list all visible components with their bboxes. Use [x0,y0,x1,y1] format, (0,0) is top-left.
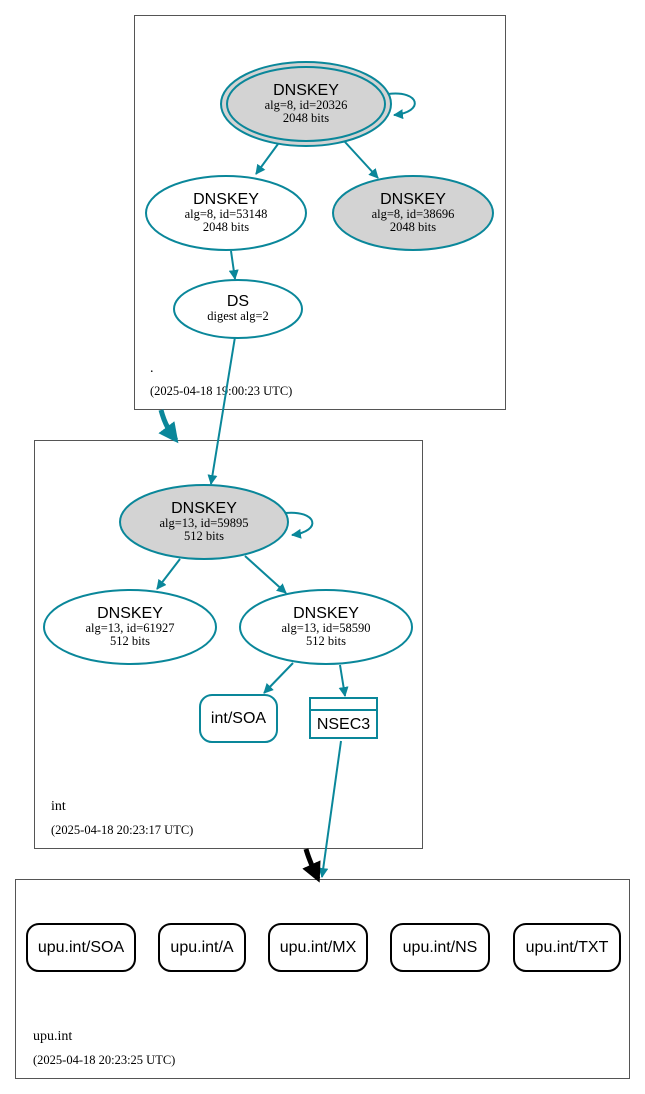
delegation-root-to-int [158,409,179,444]
int-soa-label: int/SOA [211,710,266,727]
upu-record-txt-label: upu.int/TXT [526,939,609,956]
root-zsk1-title: DNSKEY [193,191,259,208]
upu-record-soa[interactable]: upu.int/SOA [26,923,136,972]
int-nsec3-label: NSEC3 [317,716,370,733]
node-root-ds[interactable]: DS digest alg=2 [173,279,303,339]
int-zsk2-title: DNSKEY [293,605,359,622]
node-int-soa[interactable]: int/SOA [199,694,278,743]
node-int-ksk[interactable]: DNSKEY alg=13, id=59895 512 bits [119,484,289,560]
edge-root-ds-int-ksk [207,336,236,485]
int-ksk-detail: alg=13, id=59895 [159,516,248,530]
edge-int-ksk-zsk1 [156,558,181,590]
upu-record-ns[interactable]: upu.int/NS [390,923,490,972]
upu-record-mx-label: upu.int/MX [280,939,357,956]
upu-record-a[interactable]: upu.int/A [158,923,246,972]
upu-record-ns-label: upu.int/NS [403,939,478,956]
root-ksk-detail: alg=8, id=20326 [265,98,348,112]
edge-nsec3-upu [318,740,342,878]
root-ds-title: DS [227,293,249,310]
edge-root-ksk-zsk1 [255,143,279,175]
root-zsk2-size: 2048 bits [390,220,436,234]
zone-upu-box [15,879,630,1079]
int-zsk2-detail: alg=13, id=58590 [281,621,370,635]
root-ksk-title: DNSKEY [273,82,339,99]
zone-int-name: int [51,799,66,814]
int-ksk-title: DNSKEY [171,500,237,517]
zone-root-name: . [150,361,154,376]
upu-record-txt[interactable]: upu.int/TXT [513,923,621,972]
node-root-ksk[interactable]: DNSKEY alg=8, id=20326 2048 bits [220,61,392,147]
edge-int-zsk2-soa [263,662,294,694]
node-root-zsk-38696[interactable]: DNSKEY alg=8, id=38696 2048 bits [332,175,494,251]
edge-int-ksk-zsk2 [244,555,287,594]
root-zsk1-detail: alg=8, id=53148 [185,207,268,221]
node-int-nsec3[interactable]: NSEC3 [309,697,378,739]
int-zsk1-title: DNSKEY [97,605,163,622]
edge-root-ksk-zsk2 [344,141,379,179]
zone-upu-timestamp: (2025-04-18 20:23:25 UTC) [33,1053,175,1067]
int-ksk-size: 512 bits [184,529,224,543]
int-zsk1-detail: alg=13, id=61927 [85,621,174,635]
root-zsk2-detail: alg=8, id=38696 [372,207,455,221]
zone-int-timestamp: (2025-04-18 20:23:17 UTC) [51,823,193,837]
root-ds-detail: digest alg=2 [207,309,269,323]
int-zsk2-size: 512 bits [306,634,346,648]
edge-int-zsk2-nsec3 [338,664,349,697]
node-int-zsk-61927[interactable]: DNSKEY alg=13, id=61927 512 bits [43,589,217,665]
root-zsk2-title: DNSKEY [380,191,446,208]
root-ksk-size: 2048 bits [283,111,329,125]
insecure-delegation-int-to-upu [302,848,321,883]
upu-record-mx[interactable]: upu.int/MX [268,923,368,972]
upu-record-a-label: upu.int/A [170,939,233,956]
node-int-zsk-58590[interactable]: DNSKEY alg=13, id=58590 512 bits [239,589,413,665]
root-ksk-self-edge [387,92,416,120]
upu-record-soa-label: upu.int/SOA [38,939,125,956]
edge-root-zsk1-ds [228,250,239,280]
zone-upu-name: upu.int [33,1029,72,1044]
int-zsk1-size: 512 bits [110,634,150,648]
node-root-zsk-53148[interactable]: DNSKEY alg=8, id=53148 2048 bits [145,175,307,251]
zone-root-timestamp: (2025-04-18 19:00:23 UTC) [150,384,292,398]
root-zsk1-size: 2048 bits [203,220,249,234]
int-ksk-self-edge [284,511,314,539]
